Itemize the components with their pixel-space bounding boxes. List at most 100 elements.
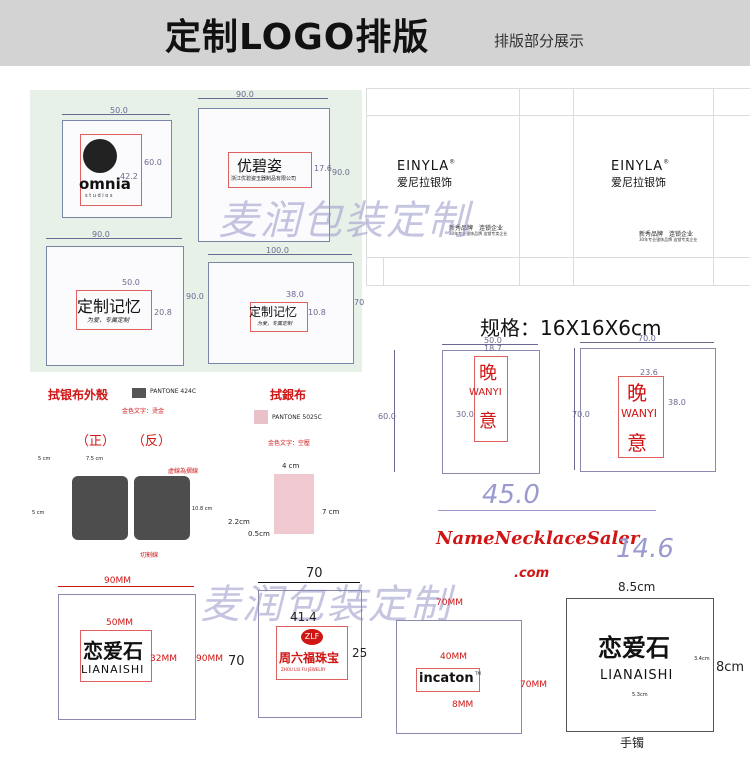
dingzhi-dim-h: 90.0	[186, 292, 204, 301]
lianaishi2-h: 8cm	[716, 660, 745, 675]
dingzhi2-brand: 定制记忆	[249, 305, 298, 319]
wanyi-large-drawing: 70.0 70.0 23.6 晚 WANYI 意 38.0	[572, 334, 750, 474]
wanyi-large-logo: 晚 WANYI 意	[618, 376, 664, 458]
wanyi-large-dim-w: 70.0	[638, 334, 656, 343]
dingzhi2-dim-w: 100.0	[266, 246, 289, 255]
wanyi-large-inner-h: 38.0	[668, 398, 686, 407]
necklace-text: NameNecklaceSaler	[436, 528, 640, 549]
lianaishi1-w: 90MM	[104, 576, 131, 586]
dingzhi2-inner-w: 38.0	[286, 290, 304, 299]
necklace-com: .com	[514, 566, 550, 581]
wanyi-small-outer	[442, 350, 540, 474]
lianaishi-mm-drawing: 90MM 50MM 恋爱石 LIANAISHI 32MM 90MM	[40, 574, 223, 724]
youbizi-dim-h: 90.0	[332, 168, 350, 177]
einyla-slogan-small-left: 30年专业银饰品牌 连锁专卖企业	[449, 231, 508, 236]
lianaishi2-caption: 手镯	[620, 736, 645, 750]
einyla-slogan-right: 新秀品牌 连锁企业	[639, 231, 694, 238]
cloth-case-title: 拭银布外殼	[48, 388, 109, 402]
incaton-h: 70MM	[520, 680, 547, 690]
incaton-w: 70MM	[436, 598, 463, 608]
lianaishi2-cn: 恋爱石	[598, 633, 670, 662]
wanyi-small-drawing: 50.0 60.0 18.7 晚 WANYI 意 30.0	[378, 336, 560, 476]
dingzhi-dim-w: 90.0	[92, 230, 110, 239]
wanyi-large-outer	[580, 348, 716, 472]
header-bar	[0, 0, 750, 66]
pantone-5025c-swatch	[254, 410, 268, 424]
zlf-h: 70	[228, 654, 245, 669]
cloth-shape	[274, 474, 314, 534]
wanyi-large-dim-h: 70.0	[572, 410, 590, 419]
dingzhi-brand: 定制记忆	[77, 297, 142, 316]
dingzhi2-logo-area: 定制记忆 为爱，专属定制	[249, 302, 308, 332]
pantone-424c-swatch	[132, 388, 146, 398]
lianaishi1-inner-w: 50MM	[106, 618, 133, 628]
dingzhi2-sub: 为爱，专属定制	[257, 321, 293, 327]
youbizi-dim-w: 90.0	[236, 90, 254, 99]
cloth-pantone: PANTONE 5025C	[272, 414, 322, 421]
necklace-dim-w: 45.0	[482, 480, 540, 510]
panel-logo-drawings: 50.0 60.0 omnia s t u d i o s 42.2 90.0 …	[30, 90, 364, 372]
youbizi-sub: 浙江优碧姿玉器制品有限公司	[231, 176, 297, 182]
cloth-case-fold: 虚線為摺線	[168, 468, 199, 475]
lianaishi-bracelet-drawing: 8.5cm 恋爱石 LIANAISHI 3.4cm 5.3cm 8cm 手镯	[560, 580, 750, 750]
cloth-case-back-shape	[134, 476, 190, 540]
einyla-logo-right: EINYLA® 爱尼拉银饰	[611, 158, 670, 189]
zlf-inner-h: 25	[352, 646, 368, 660]
dingzhi-inner-w: 50.0	[122, 278, 140, 287]
incaton-inner-w: 40MM	[440, 652, 467, 662]
lianaishi1-outer	[58, 594, 196, 720]
zlf-w: 70	[306, 566, 323, 581]
omnia-dim-h: 60.0	[144, 158, 162, 167]
page-subtitle: 排版部分展示	[494, 32, 585, 50]
wanyi-small-dim-h: 60.0	[378, 412, 396, 421]
einyla-logo-left: EINYLA® 爱尼拉银饰	[397, 158, 456, 189]
spec-text: 规格：16X16X6cm	[480, 316, 662, 340]
cloth-case-cut: 切割線	[140, 552, 159, 559]
cloth-case-front-shape	[72, 476, 128, 540]
wanyi-small-dim-w: 50.0	[484, 336, 502, 345]
wanyi-small-inner-w: 18.7	[484, 344, 502, 353]
lianaishi2-en: LIANAISHI	[600, 668, 674, 683]
wanyi-small-inner-h: 30.0	[456, 410, 474, 419]
incaton-outer	[396, 620, 522, 734]
cloth-case-note: 金色文字：烫金	[122, 408, 165, 415]
lianaishi2-inner-h: 3.4cm	[694, 656, 710, 662]
cloth-note: 金色文字：空壓	[268, 440, 311, 447]
cloth-case-front: （正）	[76, 434, 116, 449]
necklace-dim-h: 14.6	[616, 534, 674, 564]
necklace-drawing: 45.0 NameNecklaceSaler .com 14.6	[430, 478, 730, 588]
incaton-drawing: 70MM 40MM incaton TM 8MM 70MM	[390, 590, 550, 740]
lianaishi2-w: 8.5cm	[618, 580, 656, 594]
wanyi-small-logo: 晚 WANYI 意	[469, 356, 508, 442]
zlf-emblem-icon: ZLF	[301, 629, 323, 645]
einyla-slogan-left: 新秀品牌 连锁企业	[449, 225, 504, 232]
page-title: 定制LOGO排版	[165, 17, 430, 58]
cloth-spec: 拭銀布 PANTONE 5025C 金色文字：空壓 4 cm 7 cm 2.2c…	[228, 388, 340, 538]
lianaishi1-logo: 恋爱石 LIANAISHI	[80, 630, 152, 682]
cloth-case-spec: 拭银布外殼 PANTONE 424C 金色文字：烫金 （正） （反） 5 cm …	[32, 388, 213, 559]
watermark-top: 麦润包装定制	[218, 198, 470, 244]
zlf-inner-w: 41.4	[290, 610, 317, 624]
lianaishi2-outer	[566, 598, 714, 732]
cloth-case-back: （反）	[132, 434, 172, 449]
zlf-outer	[258, 590, 362, 718]
dingzhi2-outer-box	[208, 262, 354, 364]
lianaishi2-inner-w: 5.3cm	[632, 692, 648, 698]
cloth-case-pantone: PANTONE 424C	[150, 388, 197, 395]
incaton-inner-h: 8MM	[452, 700, 474, 710]
dingzhi2-inner-h: 10.8	[308, 308, 326, 317]
dingzhi-sub: 为爱，专属定制	[87, 317, 130, 324]
zlf-drawing: 70 41.4 70 ZLF 周六福珠宝 ZHOU LIU FU JEWELRY…	[224, 566, 380, 726]
omnia-tagline: s t u d i o s	[85, 193, 113, 199]
youbizi-logo-area: 优碧姿 浙江优碧姿玉器制品有限公司	[228, 152, 312, 188]
dingzhi-inner-h: 20.8	[154, 308, 172, 317]
zlf-logo: ZLF 周六福珠宝 ZHOU LIU FU JEWELRY	[276, 626, 348, 680]
omnia-logo-area: omnia s t u d i o s	[79, 134, 142, 206]
panel-einyla: EINYLA® 爱尼拉银饰 新秀品牌 连锁企业 30年专业银饰品牌 连锁专卖企业…	[366, 88, 750, 286]
youbizi-brand: 优碧姿	[237, 157, 283, 175]
youbizi-inner-h: 17.6	[314, 164, 332, 173]
dingzhi-logo-area: 定制记忆 为爱，专属定制	[76, 290, 152, 330]
lianaishi1-inner-h: 32MM	[150, 654, 177, 664]
omnia-brand: omnia	[79, 175, 131, 193]
einyla-slogan-small-right: 30年专业银饰品牌 连锁专卖企业	[639, 237, 698, 242]
